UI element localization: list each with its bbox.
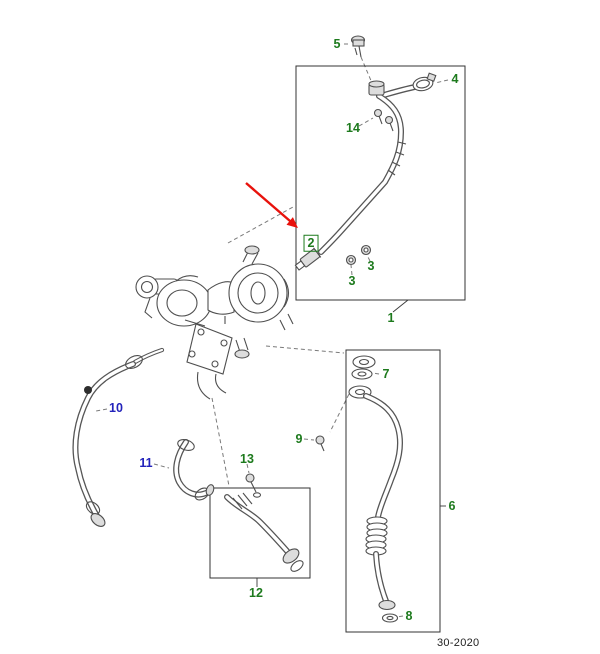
callout-5[interactable]: 5 (333, 36, 341, 51)
callout-3-b[interactable]: 3 (367, 258, 375, 273)
assembly-box-1 (295, 65, 466, 301)
assembly-box-6 (345, 349, 441, 633)
callout-6[interactable]: 6 (448, 498, 456, 513)
callout-4[interactable]: 4 (451, 71, 459, 86)
bolts-14-drawing (373, 108, 394, 132)
callout-9[interactable]: 9 (295, 431, 303, 446)
dashed-leader-lines (95, 43, 449, 618)
diagram-code: 30-2020 (437, 637, 480, 649)
pipe-12-drawing (224, 492, 304, 572)
fitting-2-drawing (294, 247, 322, 271)
callout-13[interactable]: 13 (240, 451, 254, 466)
callout-12[interactable]: 12 (249, 585, 263, 600)
callout-2[interactable]: 2 (303, 234, 319, 252)
gasket-8-drawing (381, 613, 399, 623)
bolt-9-drawing (315, 435, 325, 452)
clamp-4-drawing (412, 72, 437, 92)
callout-3-a[interactable]: 3 (348, 273, 356, 288)
turbocharger-assembly-drawing (132, 245, 294, 400)
callout-11[interactable]: 11 (139, 455, 153, 470)
callout-7[interactable]: 7 (382, 366, 390, 381)
elbow-hose-11-drawing (173, 439, 215, 501)
callout-14[interactable]: 14 (346, 120, 360, 135)
pipe-6-drawing (348, 355, 403, 611)
callout-10[interactable]: 10 (109, 400, 123, 415)
bolt-5-drawing (350, 35, 366, 58)
red-arrow-pointer (245, 182, 298, 228)
assembly-box-12 (209, 487, 311, 579)
callout-8[interactable]: 8 (405, 608, 413, 623)
leader-lines (256, 299, 446, 587)
washer-7-drawing (351, 368, 373, 380)
callout-1[interactable]: 1 (387, 310, 395, 325)
bolt-13-drawing (245, 473, 262, 498)
hose-10-drawing (72, 355, 143, 527)
nuts-3-drawing (345, 244, 372, 266)
oil-feed-pipe-1-drawing (318, 80, 423, 255)
